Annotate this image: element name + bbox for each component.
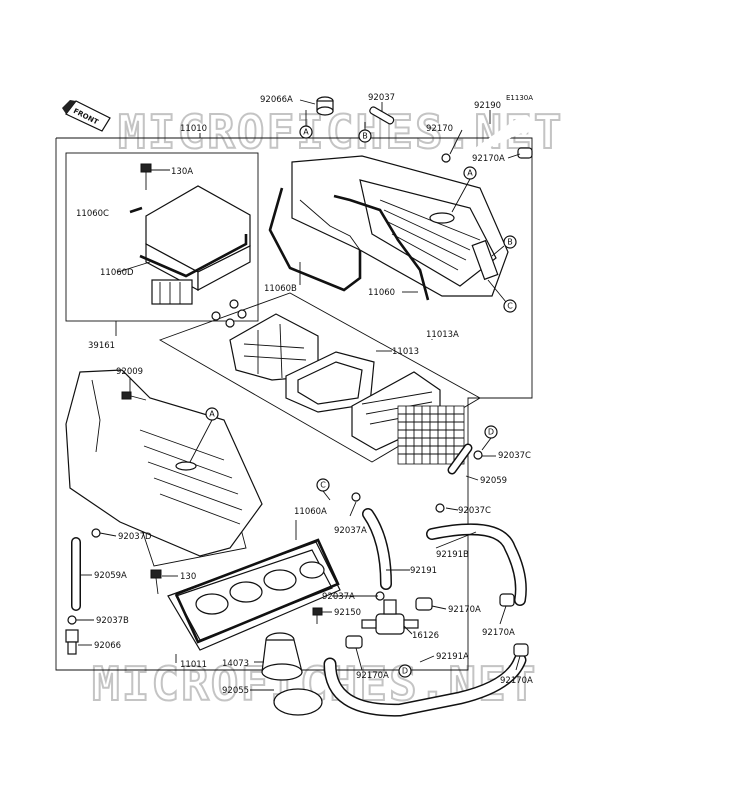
label-11060C: 11060C — [76, 209, 109, 219]
label-92150: 92150 — [334, 608, 361, 618]
label-92191B: 92191B — [436, 550, 469, 560]
clip-92037-icon — [369, 106, 395, 125]
svg-text:A: A — [467, 169, 473, 178]
ref-circle-c-right: C — [503, 299, 517, 313]
watermark-top: MICROFICHES.NET — [118, 105, 563, 159]
label-11060B: 11060B — [264, 284, 297, 294]
clip-92037c-1-icon — [473, 450, 483, 460]
svg-text:D: D — [488, 428, 494, 437]
gasket-11060a — [174, 538, 340, 644]
label-92190: 92190 — [474, 101, 501, 111]
label-39161: 39161 — [88, 341, 115, 351]
label-92037D: 92037D — [118, 532, 152, 542]
ref-circle-b-top: B — [358, 129, 372, 143]
label-11060A: 11060A — [294, 507, 327, 517]
clamp-92170a-bot-icon — [345, 635, 363, 649]
label-16126: 16126 — [412, 631, 439, 641]
label-92037A-1: 92037A — [334, 526, 367, 536]
label-92066: 92066 — [94, 641, 121, 651]
label-92191A: 92191A — [436, 652, 469, 662]
seal-11060 — [333, 194, 430, 301]
element-box — [158, 292, 481, 463]
label-92066A: 92066A — [260, 95, 293, 105]
ref-circle-a-lower: A — [205, 407, 219, 421]
filter-mesh-11013a — [397, 405, 465, 465]
bolt-130a-icon — [140, 163, 152, 190]
label-92055: 92055 — [222, 686, 249, 696]
boot-14073 — [261, 632, 303, 681]
svg-text:B: B — [507, 238, 513, 247]
clip-92037c-2-icon — [435, 503, 445, 513]
air-box-lower — [65, 369, 263, 557]
cap-92066-icon — [65, 629, 79, 655]
clip-92037d-icon — [91, 528, 101, 538]
svg-text:A: A — [303, 128, 309, 137]
label-11060: 11060 — [368, 288, 395, 298]
front-arrow-icon: FRONT — [62, 100, 111, 132]
label-92170A-br: 92170A — [500, 676, 533, 686]
ref-circle-b-right: B — [503, 235, 517, 249]
small-cover — [139, 185, 251, 305]
label-11013: 11013 — [392, 347, 419, 357]
svg-text:A: A — [209, 410, 215, 419]
label-92170: 92170 — [426, 124, 453, 134]
label-92059: 92059 — [480, 476, 507, 486]
cap-92066a-icon — [316, 96, 334, 116]
ref-circle-d-bottom: D — [398, 664, 412, 678]
clamp-92170a-top-icon — [517, 147, 533, 159]
clamp-92170a-mid-icon — [415, 597, 433, 611]
leader-lines — [76, 99, 521, 691]
duct-plate-11011 — [167, 541, 341, 651]
svg-text:B: B — [362, 132, 368, 141]
label-92009: 92009 — [116, 367, 143, 377]
label-92037-top: 92037 — [368, 93, 395, 103]
ref-circle-c-lower: C — [316, 478, 330, 492]
bolt-130-icon — [150, 569, 162, 595]
label-11013A: 11013A — [426, 330, 459, 340]
clip-92037b-icon — [67, 615, 77, 625]
clip-92037a-1-icon — [351, 492, 361, 502]
clamp-92170a-right-icon — [499, 593, 515, 607]
svg-text:D: D — [402, 667, 408, 676]
label-92191: 92191 — [410, 566, 437, 576]
washers-icon — [211, 299, 247, 328]
label-92059A: 92059A — [94, 571, 127, 581]
label-130A: 130A — [171, 167, 193, 177]
label-92170A-bot: 92170A — [356, 671, 389, 681]
ref-circle-d-right: D — [484, 425, 498, 439]
diagram-code: E1130A — [506, 94, 533, 102]
svg-text:C: C — [320, 481, 326, 490]
o-ring-92055 — [273, 688, 323, 716]
svg-text:C: C — [507, 302, 513, 311]
label-92037C-1: 92037C — [498, 451, 531, 461]
air-box-upper — [291, 155, 509, 297]
label-130: 130 — [180, 572, 196, 582]
label-14073: 14073 — [222, 659, 249, 669]
inset-box — [65, 152, 259, 322]
assembly-frame — [55, 137, 533, 671]
valve-16126-icon — [361, 599, 419, 635]
label-11010: 11010 — [180, 124, 207, 134]
label-92170A-top: 92170A — [472, 154, 505, 164]
label-92037C-2: 92037C — [458, 506, 491, 516]
label-11011: 11011 — [180, 660, 207, 670]
label-92170A-mid: 92170A — [448, 605, 481, 615]
ref-circle-a-top: A — [299, 125, 313, 139]
label-92037B: 92037B — [96, 616, 129, 626]
bolt-92009-icon — [121, 391, 147, 401]
ref-circle-a-upper: A — [463, 166, 477, 180]
clamp-92170a-br-icon — [513, 643, 529, 657]
clamp-92170-icon — [441, 153, 451, 163]
filter-element-11013 — [285, 351, 375, 413]
label-92170A-right: 92170A — [482, 628, 515, 638]
bolt-92150-icon — [312, 607, 323, 624]
label-11060D: 11060D — [100, 268, 134, 278]
seal-11060b — [268, 187, 362, 292]
label-92037A-2: 92037A — [322, 592, 355, 602]
